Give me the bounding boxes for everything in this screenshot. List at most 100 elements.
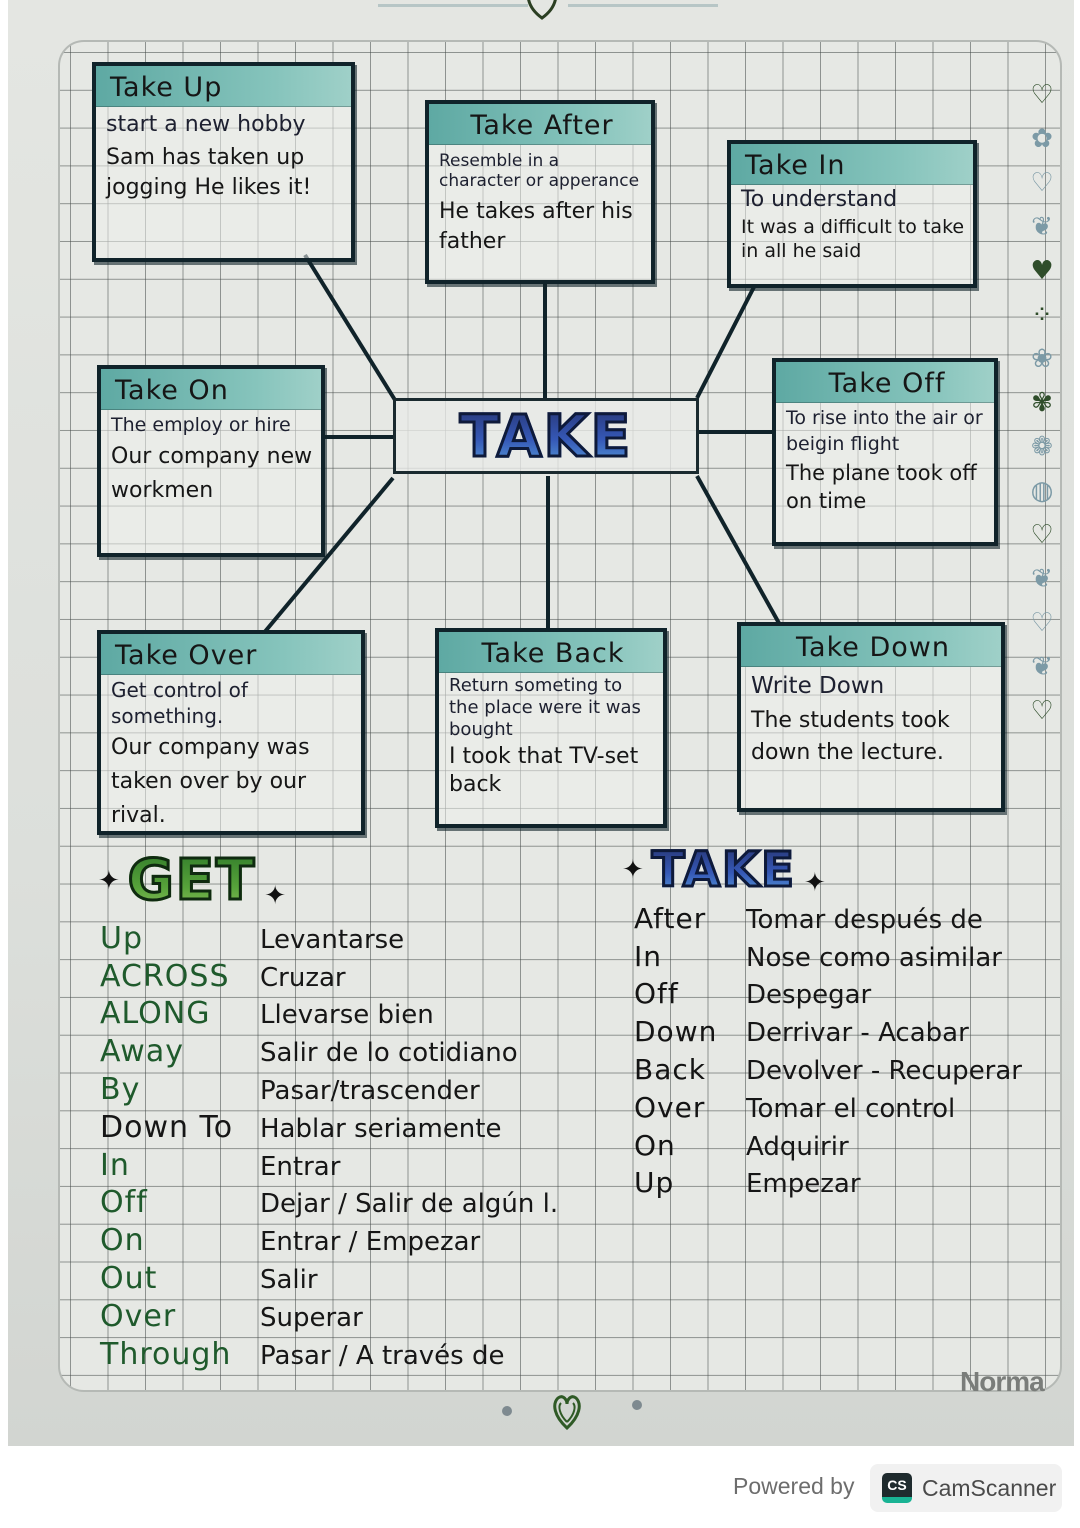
box-take-down: Take Down Write Down The students took d…: [737, 622, 1005, 812]
top-arrow-right: [568, 4, 718, 7]
phrasal-particle: Down To: [100, 1109, 234, 1145]
box-title: Take Up: [96, 66, 351, 107]
translation: Empezar: [746, 1169, 861, 1200]
vocab-row: Through Pasar / A través de: [100, 1334, 558, 1372]
translation: Dejar / Salir de algún l.: [260, 1189, 559, 1220]
take-heading: TAKE: [650, 841, 796, 900]
box-take-on: Take On The employ or hire Our company n…: [97, 365, 325, 557]
box-definition: Resemble in a character or apperance: [439, 151, 640, 191]
translation: Tomar el control: [746, 1093, 956, 1124]
translation: Llevarse bien: [260, 1000, 434, 1031]
dots-icon: ⁘: [1031, 300, 1053, 330]
translation: Superar: [260, 1302, 363, 1333]
top-arrow-left: [378, 4, 528, 7]
box-example: He takes after his father: [439, 199, 633, 254]
heart-icon: ♡: [1030, 520, 1054, 550]
box-example: Our company new workmen: [111, 444, 313, 503]
box-take-up: Take Up start a new hobby Sam has taken …: [92, 62, 355, 262]
heart-icon: ♡: [1030, 696, 1054, 726]
heart-icon: [553, 1395, 581, 1431]
translation: Devolver - Recuperar: [746, 1055, 1022, 1086]
vocab-row: Down To Hablar seriamente: [100, 1107, 558, 1145]
rose-icon: ❀: [1031, 344, 1053, 374]
take-vocab-list: After Tomar después de In Nose como asimil…: [634, 898, 1022, 1200]
margin-doodles: ♡ ✿ ♡ ❦ ♥ ⁘ ❀ ✾ ❁ ◍ ♡ ❦ ♡ ❦ ♡: [1018, 80, 1066, 726]
translation: Derrivar - Acabar: [746, 1018, 969, 1049]
phrasal-particle: Out: [100, 1260, 158, 1296]
translation: Salir: [260, 1264, 318, 1295]
translation: Cruzar: [260, 962, 346, 993]
box-definition: Return someting to the place were it was…: [449, 675, 641, 740]
vocab-row: Out Salir: [100, 1258, 558, 1296]
notebook-brand: Norma: [960, 1366, 1045, 1397]
box-title: Take In: [731, 144, 973, 185]
phrasal-particle: Over: [634, 1090, 706, 1124]
phrasal-particle: Off: [634, 977, 679, 1011]
box-take-back: Take Back Return someting to the place w…: [435, 628, 667, 828]
translation: Pasar / A través de: [260, 1340, 505, 1371]
vocab-row: Off Despegar: [634, 974, 1022, 1012]
phrasal-particle: Up: [634, 1166, 675, 1200]
phrasal-particle: On: [634, 1128, 676, 1162]
box-example: It was a difficult to take in all he sai…: [741, 216, 965, 262]
phrasal-particle: Through: [100, 1336, 232, 1372]
vocab-row: Off Dejar / Salir de algún l.: [100, 1183, 558, 1221]
box-definition: Write Down: [751, 673, 885, 699]
vocab-row: In Nose como asimilar: [634, 936, 1022, 974]
leaf-icon: ❦: [1031, 212, 1053, 242]
phrasal-particle: On: [100, 1223, 145, 1259]
dot-icon: [502, 1406, 512, 1416]
box-definition: To rise into the air or beigin flight: [786, 407, 983, 455]
camscanner-logo-icon: CS: [882, 1473, 912, 1503]
translation: Nose como asimilar: [746, 942, 1002, 973]
vocab-row: Over Superar: [100, 1296, 558, 1334]
translation: Hablar seriamente: [260, 1113, 502, 1144]
heart-icon: ♥: [1030, 256, 1054, 286]
phrasal-particle: After: [634, 901, 707, 935]
shell-icon: ◍: [1030, 476, 1054, 506]
phrasal-particle: Off: [100, 1185, 148, 1221]
heart-icon: [527, 0, 557, 20]
box-title: Take Over: [101, 634, 361, 675]
box-take-after: Take After Resemble in a character or ap…: [425, 100, 655, 284]
camscanner-badge[interactable]: CS CamScanner: [870, 1464, 1062, 1512]
phrasal-particle: Away: [100, 1034, 184, 1070]
box-definition: The employ or hire: [111, 414, 291, 436]
vocab-row: After Tomar después de: [634, 898, 1022, 936]
bone-icon: ✾: [1031, 388, 1053, 418]
heart-icon: ♡: [1030, 168, 1054, 198]
phrasal-particle: Over: [100, 1298, 177, 1334]
get-title: ✦ GET ✦: [98, 847, 287, 915]
translation: Tomar después de: [746, 904, 983, 935]
box-definition: start a new hobby: [106, 112, 306, 137]
translation: Despegar: [746, 980, 872, 1011]
phrasal-particle: In: [634, 939, 663, 973]
powered-by-label: Powered by: [733, 1473, 855, 1499]
sparkle-icon: ✦: [98, 865, 120, 896]
sparkle-icon: ✦: [803, 868, 826, 898]
flower-icon: ✿: [1031, 124, 1053, 154]
phrasal-particle: Up: [100, 920, 144, 956]
vocab-row: In Entrar: [100, 1145, 558, 1183]
get-heading: GET: [126, 847, 257, 915]
translation: Entrar: [260, 1151, 341, 1182]
box-definition: To understand: [741, 187, 898, 212]
phrasal-particle: Back: [634, 1052, 706, 1086]
center-word: TAKE: [458, 401, 633, 472]
box-title: Take Back: [439, 632, 663, 673]
box-example: The plane took off on time: [786, 461, 977, 513]
box-take-in: Take In To understand It was a difficult…: [727, 140, 977, 288]
take-title: ✦ TAKE ✦: [622, 841, 826, 900]
sparkle-icon: ✦: [264, 880, 287, 911]
phrasal-particle: In: [100, 1147, 130, 1183]
sparkle-icon: ✦: [622, 855, 644, 885]
box-title: Take On: [101, 369, 321, 410]
vocab-row: Back Devolver - Recuperar: [634, 1049, 1022, 1087]
